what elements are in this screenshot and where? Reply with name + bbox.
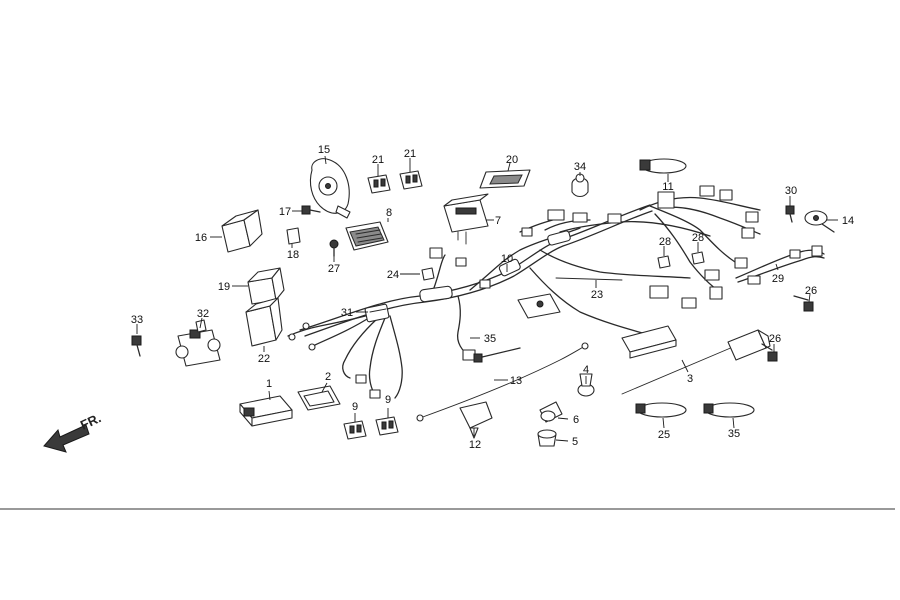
callout-34: 34 (574, 161, 586, 173)
callout-7: 7 (495, 215, 501, 227)
mounting-bolt (131, 335, 142, 357)
flasher-relay (443, 193, 489, 245)
callout-3: 3 (687, 373, 693, 385)
callout-31: 31 (341, 307, 353, 319)
sub-harness (735, 245, 825, 285)
ecu-module (239, 395, 293, 427)
bolt-upper (793, 295, 814, 312)
fuse-bottom-right (375, 416, 399, 436)
callout-11: 11 (662, 181, 673, 193)
relay-cover (245, 297, 283, 347)
fuse-top-left (367, 174, 391, 194)
callout-21-right: 21 (404, 148, 416, 160)
cable-tie (639, 158, 687, 174)
clip-24 (421, 267, 435, 281)
terminal-cap (537, 429, 557, 447)
callout-5: 5 (572, 436, 578, 448)
lead-wire (416, 342, 589, 422)
callout-33: 33 (131, 314, 143, 326)
callout-30: 30 (785, 185, 797, 197)
callout-26-upper: 26 (805, 285, 817, 297)
callout-2: 2 (325, 371, 331, 383)
bolt (301, 205, 321, 215)
callout-18: 18 (287, 249, 299, 261)
callout-22: 22 (258, 353, 270, 365)
callout-28-right: 28 (692, 232, 704, 244)
callout-29: 29 (772, 273, 784, 285)
callout-27: 27 (328, 263, 340, 275)
callout-23: 23 (591, 289, 603, 301)
horn (309, 158, 351, 219)
sensor (804, 210, 835, 233)
callout-25: 25 (658, 429, 670, 441)
cable-tie-35 (703, 402, 755, 418)
callouts: 1 2 3 4 5 6 7 8 9 9 10 11 12 13 14 15 16 (131, 144, 854, 451)
callout-35-tie: 35 (728, 428, 740, 440)
callout-35-harness: 35 (484, 333, 496, 345)
terminal-boot (539, 401, 563, 423)
callout-28-left: 28 (659, 236, 671, 248)
callout-17: 17 (279, 206, 291, 218)
sensor-bolt (785, 205, 795, 223)
connector-cluster (364, 303, 390, 323)
callout-8: 8 (386, 207, 392, 219)
starter-solenoid (175, 319, 221, 367)
fuse-bottom-left (343, 420, 367, 440)
callout-4: 4 (583, 364, 589, 376)
cable-tie-25 (635, 402, 687, 418)
harness-clip (571, 173, 589, 198)
connector-right (691, 251, 705, 265)
module-bracket (297, 385, 341, 411)
main-wiring-harness (287, 185, 761, 399)
ignition-lead (621, 329, 771, 395)
callout-6: 6 (573, 414, 579, 426)
callout-32: 32 (197, 308, 209, 320)
callout-26-lower: 26 (769, 333, 781, 345)
callout-14: 14 (842, 215, 854, 227)
ground-lead (555, 277, 623, 281)
callout-13: 13 (510, 375, 522, 387)
fuse-top-right (399, 170, 423, 190)
callout-10: 10 (501, 253, 513, 265)
screw (329, 239, 339, 257)
callout-21-left: 21 (372, 154, 384, 166)
front-direction-label: FR. (78, 410, 103, 432)
callout-1: 1 (266, 378, 272, 390)
rubber-mount (286, 227, 301, 245)
callout-20: 20 (506, 154, 518, 166)
callout-9-right: 9 (385, 394, 391, 406)
callout-16: 16 (195, 232, 207, 244)
callout-24: 24 (387, 269, 399, 281)
starter-relay (221, 209, 263, 253)
bolt-lower (761, 343, 778, 362)
reflector (479, 169, 531, 189)
callout-19: 19 (218, 281, 230, 293)
relay (247, 267, 285, 305)
callout-15: 15 (318, 144, 330, 156)
rear-connector (459, 401, 493, 439)
regulator-rectifier (345, 221, 389, 251)
callout-9-left: 9 (352, 401, 358, 413)
harness-cable-tie (473, 347, 521, 363)
callout-12: 12 (469, 439, 481, 451)
front-direction-arrow: FR. (43, 410, 103, 453)
connector-left (657, 255, 671, 269)
